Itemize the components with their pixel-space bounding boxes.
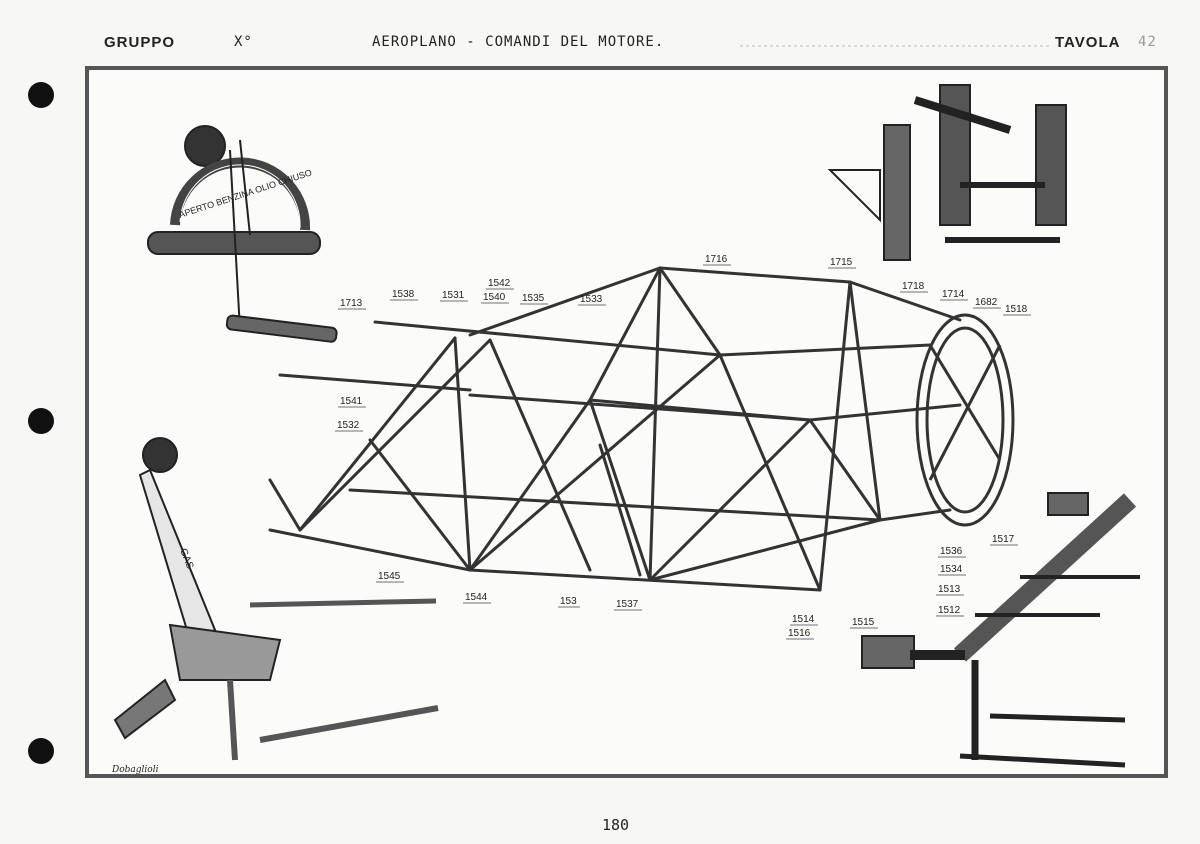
part-label-1514: 1514 xyxy=(792,614,815,625)
gruppo-value: X° xyxy=(234,34,253,50)
control-linkage-top-right xyxy=(827,84,1067,261)
binder-hole-bottom xyxy=(28,738,54,764)
part-label-1532: 1532 xyxy=(337,420,360,431)
part-label-1513: 1513 xyxy=(938,584,961,595)
part-label-1536: 1536 xyxy=(940,546,963,557)
engine-mount-ring xyxy=(915,313,1015,527)
part-label-1541: 1541 xyxy=(340,396,363,407)
part-label-1718: 1718 xyxy=(902,281,925,292)
part-label-1517: 1517 xyxy=(992,534,1015,545)
part-label-1682: 1682 xyxy=(975,297,998,308)
part-label-1545: 1545 xyxy=(378,571,401,582)
plate-title: AEROPLANO - COMANDI DEL MOTORE. xyxy=(372,34,665,50)
part-label-1515: 1515 xyxy=(852,617,875,628)
part-label-1714: 1714 xyxy=(942,289,965,300)
fuel-oil-dial xyxy=(147,125,338,343)
part-label-1531: 1531 xyxy=(442,290,465,301)
part-label-153: 153 xyxy=(560,596,577,607)
part-label-1713: 1713 xyxy=(340,298,363,309)
part-label-1533: 1533 xyxy=(580,294,603,305)
fuselage-truss xyxy=(268,266,962,592)
gas-lever xyxy=(113,437,439,761)
gruppo-label: GRUPPO xyxy=(104,34,176,51)
part-label-1535: 1535 xyxy=(522,293,545,304)
draftsman-signature: Dobaglioli xyxy=(112,765,159,775)
part-label-1512: 1512 xyxy=(938,605,961,616)
control-linkage-bottom-right xyxy=(861,492,1140,768)
part-label-1544: 1544 xyxy=(465,592,488,603)
binder-hole-top xyxy=(28,82,54,108)
tavola-label: TAVOLA xyxy=(1055,34,1121,51)
part-label-1534: 1534 xyxy=(940,564,963,575)
part-label-1716: 1716 xyxy=(705,254,728,265)
part-label-1537: 1537 xyxy=(616,599,639,610)
part-label-1516: 1516 xyxy=(788,628,811,639)
part-label-1540: 1540 xyxy=(483,292,506,303)
part-labels: 1716 1715 1718 1714 1682 1518 1713 1538 1531 1542… xyxy=(335,254,1031,640)
part-label-1715: 1715 xyxy=(830,257,853,268)
tavola-value: 42 xyxy=(1138,34,1157,50)
part-label-1542: 1542 xyxy=(488,278,511,289)
page-number: 180 xyxy=(602,816,630,834)
part-label-1538: 1538 xyxy=(392,289,415,300)
part-label-1518: 1518 xyxy=(1005,304,1028,315)
binder-hole-middle xyxy=(28,408,54,434)
